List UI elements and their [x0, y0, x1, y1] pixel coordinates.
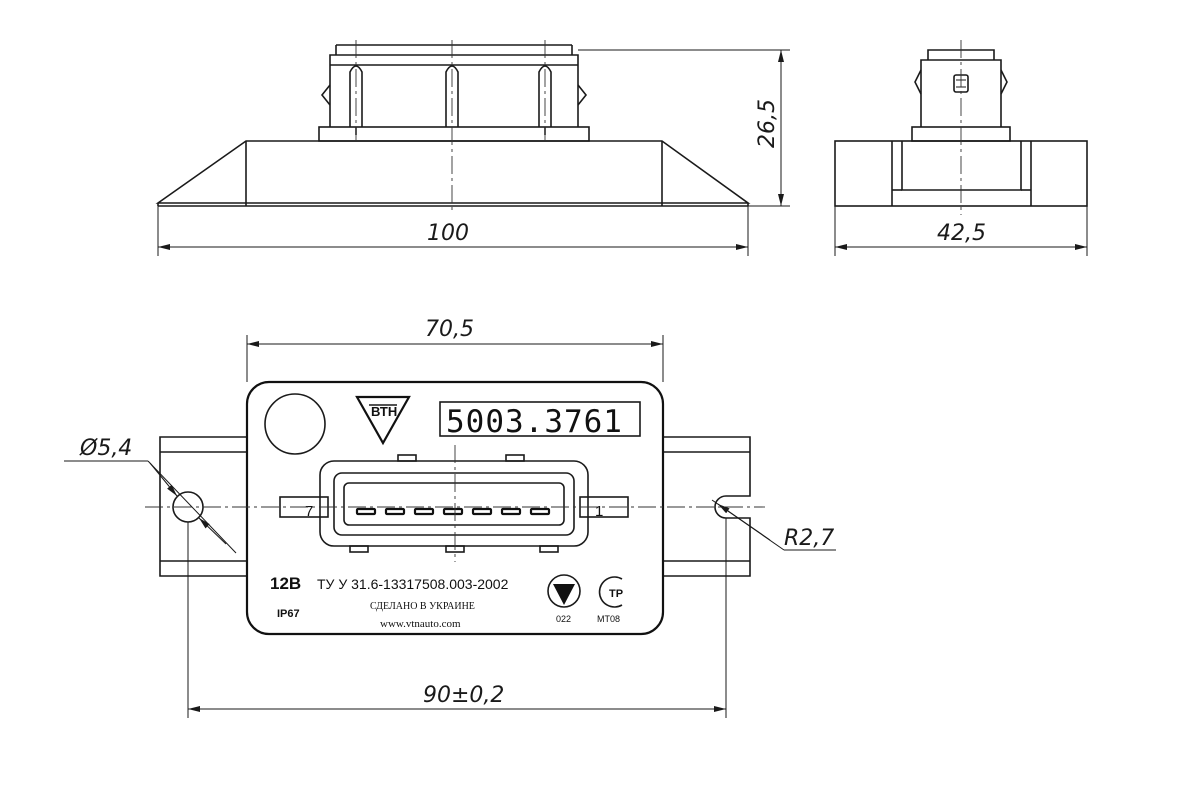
- voltage-label: 12В: [270, 574, 301, 593]
- dim-width: 42,5: [834, 206, 1088, 256]
- dim-slot-radius: R2,7: [711, 499, 836, 551]
- brand-logo: ВТН: [355, 395, 411, 446]
- width-label: 42,5: [937, 221, 986, 246]
- made-in-label: СДЕЛАНО В УКРАИНЕ: [370, 601, 475, 612]
- connector-flange: [318, 126, 590, 142]
- part-number-frame: [439, 401, 641, 437]
- cert-mark-2-text: ТР: [609, 588, 623, 600]
- cert-mark-1: 022: [547, 574, 581, 624]
- connector-socket: 7 1: [279, 454, 629, 553]
- dim-hole-diameter: Ø5,4: [64, 436, 237, 554]
- dim-height: 26,5: [578, 49, 790, 207]
- cert-mark-2: ТР МТ08: [597, 576, 623, 624]
- connector-housing: [329, 54, 579, 127]
- dim-length: 100: [157, 206, 749, 256]
- spec-label: ТУ У 31.6-13317508.003-2002: [317, 576, 509, 592]
- right-mounting-tab: [663, 436, 751, 577]
- brand-logo-text: ВТН: [371, 404, 397, 419]
- hole-spacing-label: 90±0,2: [423, 683, 504, 708]
- pin-7-label: 7: [305, 503, 313, 520]
- height-label: 26,5: [755, 99, 780, 148]
- top-view: ВТН 5003.3761 7 1 12В ТУ У: [145, 380, 765, 636]
- slot-radius-label: R2,7: [784, 526, 834, 551]
- side-view: [834, 40, 1088, 215]
- left-mounting-tab: [159, 436, 247, 577]
- body-width-label: 70,5: [425, 317, 474, 342]
- part-number: 5003.3761: [446, 404, 623, 440]
- front-view: [155, 40, 751, 210]
- pin-1-label: 1: [595, 503, 603, 520]
- trident-icon: [553, 584, 575, 605]
- hole-diameter-label: Ø5,4: [79, 436, 132, 461]
- round-marker: [264, 393, 326, 455]
- dim-body-width: 70,5: [246, 317, 664, 382]
- cert-code-1: 022: [556, 614, 571, 624]
- protection-label: IP67: [277, 608, 300, 620]
- length-label: 100: [427, 221, 469, 246]
- website-label: www.vtnauto.com: [380, 618, 461, 630]
- dim-hole-spacing: 90±0,2: [187, 518, 727, 718]
- cert-code-2: МТ08: [597, 614, 620, 624]
- cert-c-icon: [598, 576, 623, 608]
